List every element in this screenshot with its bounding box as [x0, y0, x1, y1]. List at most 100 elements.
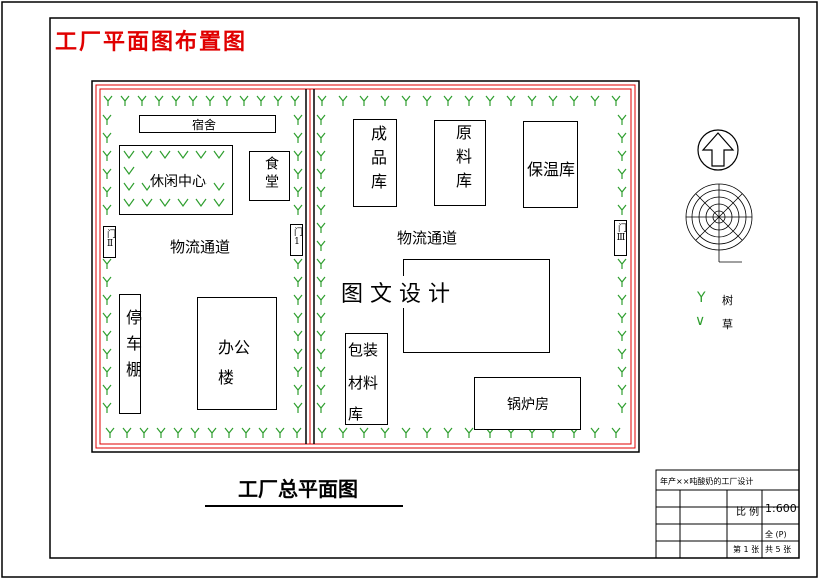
tree-mark	[293, 312, 303, 323]
tree-mark	[316, 186, 326, 197]
tree-mark	[506, 95, 516, 106]
plan-subtitle: 工厂总平面图	[238, 477, 358, 501]
grass-mark	[213, 198, 225, 208]
road-right-label: 物流通道	[397, 229, 458, 247]
tree-mark	[102, 384, 112, 395]
tree-mark	[316, 204, 326, 215]
tree-mark	[617, 366, 627, 377]
tree-mark	[316, 294, 326, 305]
packaging-material-store: 包装 材料 库	[345, 333, 388, 425]
boiler-label: 锅炉房	[507, 397, 549, 413]
tree-mark	[256, 95, 266, 106]
tree-mark	[617, 168, 627, 179]
packaging-label-b: 材料	[348, 374, 379, 392]
boiler-room: 锅炉房	[474, 377, 581, 430]
tree-mark	[316, 312, 326, 323]
tree-mark	[102, 276, 112, 287]
tree-mark	[102, 348, 112, 359]
tree-mark	[380, 95, 390, 106]
tree-mark	[316, 276, 326, 287]
tree-mark	[241, 427, 251, 438]
tree-mark	[293, 294, 303, 305]
tree-mark	[401, 95, 411, 106]
tree-mark	[316, 348, 326, 359]
title-block-scale-label: 比 例	[736, 507, 760, 518]
office-label-a: 办公	[218, 338, 251, 357]
finished-goods-store: 成品库	[353, 119, 397, 207]
leisure-label: 休闲中心	[150, 171, 206, 191]
tree-mark	[617, 402, 627, 413]
tree-mark	[617, 114, 627, 125]
title-block-name: 年产××吨酸奶的工厂设计	[660, 477, 754, 486]
tree-mark	[316, 240, 326, 251]
grass-mark	[123, 166, 135, 176]
tree-mark	[273, 95, 283, 106]
packaging-label-a: 包装	[348, 341, 379, 359]
raw-material-store: 原料库	[434, 120, 486, 206]
tree-mark	[293, 132, 303, 143]
tree-mark	[617, 348, 627, 359]
tree-mark	[316, 258, 326, 269]
parking-label: 停车棚	[123, 309, 142, 387]
tree-mark	[380, 427, 390, 438]
tree-mark	[293, 114, 303, 125]
tree-mark	[293, 366, 303, 377]
canteen-label: 食堂	[263, 156, 279, 192]
grass-mark	[177, 198, 189, 208]
tree-mark	[102, 312, 112, 323]
tree-mark	[316, 330, 326, 341]
packaging-label-c: 库	[348, 405, 364, 423]
tree-mark	[102, 330, 112, 341]
tree-mark	[422, 427, 432, 438]
tree-mark	[275, 427, 285, 438]
tree-mark	[205, 95, 215, 106]
tree-mark	[464, 95, 474, 106]
tree-mark	[316, 132, 326, 143]
tree-mark	[590, 427, 600, 438]
grass-mark	[123, 182, 135, 192]
tree-mark	[617, 294, 627, 305]
tree-mark	[316, 114, 326, 125]
tree-mark	[617, 258, 627, 269]
grass-mark	[213, 182, 225, 192]
tree-mark	[611, 427, 621, 438]
tree-mark	[316, 150, 326, 161]
tree-mark	[401, 427, 411, 438]
title-block-scale-value: 1:600	[765, 502, 797, 515]
tree-mark	[293, 384, 303, 395]
grass-mark	[177, 150, 189, 160]
insulation-store: 保温库	[523, 121, 578, 208]
tree-mark	[105, 427, 115, 438]
raw-label: 原料库	[453, 124, 472, 196]
tree-mark	[548, 95, 558, 106]
tree-mark	[102, 402, 112, 413]
tree-mark	[422, 95, 432, 106]
office-label-b: 楼	[218, 368, 235, 387]
office-building: 办公 楼	[197, 297, 277, 410]
grass-mark	[159, 198, 171, 208]
tree-mark	[102, 294, 112, 305]
tree-mark	[102, 132, 112, 143]
gate-right-label: 门Ⅲ	[616, 223, 626, 244]
tree-mark	[102, 366, 112, 377]
tree-mark	[293, 330, 303, 341]
tree-mark	[316, 402, 326, 413]
tree-mark	[293, 258, 303, 269]
tree-mark	[293, 168, 303, 179]
title-block-sheet-num: 第 1 张	[733, 545, 760, 554]
tree-mark	[103, 95, 113, 106]
tree-mark	[617, 150, 627, 161]
tree-mark	[102, 204, 112, 215]
tree-mark	[102, 168, 112, 179]
tree-mark	[569, 95, 579, 106]
grass-mark	[123, 198, 135, 208]
tree-mark	[120, 95, 130, 106]
tree-mark	[190, 427, 200, 438]
tree-mark	[293, 204, 303, 215]
tree-mark	[617, 384, 627, 395]
tree-mark	[239, 95, 249, 106]
tree-mark	[316, 168, 326, 179]
grass-mark	[195, 150, 207, 160]
leisure-center: 休闲中心	[119, 145, 233, 215]
